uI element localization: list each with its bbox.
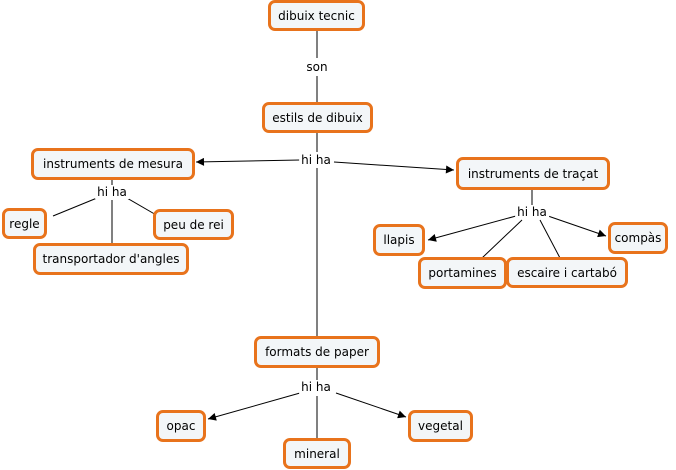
concept-peu-de-rei[interactable]: peu de rei: [153, 209, 234, 240]
connector-line: [52, 197, 98, 217]
arrow-to-llapis: [427, 215, 517, 242]
concept-label: dibuix tecnic: [278, 8, 355, 23]
arrow-to-instruments-de-mesura: [195, 157, 301, 166]
concept-label: llapis: [383, 233, 415, 247]
concept-llapis[interactable]: llapis: [373, 224, 425, 256]
concept-label: transportador d'angles: [42, 252, 180, 266]
connector-line: [126, 197, 159, 217]
linking-phrase-hi-ha-paper: hi ha: [299, 380, 333, 394]
arrow-to-instruments-de-tracat: [333, 161, 455, 174]
arrow-to-compas: [547, 215, 607, 238]
concept-label: instruments de traçat: [467, 166, 599, 181]
concept-label: mineral: [294, 446, 340, 461]
concept-portamines[interactable]: portamines: [418, 257, 507, 289]
connector-line: [539, 219, 561, 259]
concept-label: opac: [166, 419, 196, 433]
concept-label: estils de dibuix: [272, 110, 363, 125]
concept-instruments-de-mesura[interactable]: instruments de mesura: [31, 148, 195, 180]
concept-compas[interactable]: compàs: [608, 222, 668, 254]
concept-formats-de-paper[interactable]: formats de paper: [254, 336, 380, 368]
concept-label: regle: [9, 216, 40, 231]
concept-transportador-d-angles[interactable]: transportador d'angles: [33, 243, 189, 275]
concept-escaire-i-cartabo[interactable]: escaire i cartabó: [506, 257, 628, 288]
concept-opac[interactable]: opac: [156, 410, 206, 442]
concept-mineral[interactable]: mineral: [283, 438, 351, 469]
connector-line: [481, 219, 523, 259]
concept-instruments-de-tracat[interactable]: instruments de traçat: [456, 157, 610, 190]
concept-regle[interactable]: regle: [2, 208, 47, 239]
concept-label: portamines: [428, 266, 497, 280]
concept-vegetal[interactable]: vegetal: [408, 410, 473, 442]
linking-phrase-hi-ha-tracat: hi ha: [515, 205, 549, 219]
concept-label: peu de rei: [163, 217, 224, 232]
concept-label: escaire i cartabó: [517, 265, 617, 280]
concept-estils-de-dibuix[interactable]: estils de dibuix: [262, 102, 373, 133]
concept-label: formats de paper: [265, 345, 369, 359]
linking-phrase-hi-ha-mesura: hi ha: [95, 185, 129, 199]
linking-phrase-son: son: [304, 60, 330, 74]
arrow-to-vegetal: [335, 392, 407, 419]
concept-label: instruments de mesura: [43, 157, 183, 171]
concept-label: vegetal: [418, 419, 463, 433]
concept-label: compàs: [614, 231, 662, 245]
arrow-to-opac: [207, 392, 301, 421]
concept-dibuix-tecnic[interactable]: dibuix tecnic: [268, 0, 365, 31]
linking-phrase-hi-ha-main: hi ha: [299, 153, 333, 167]
